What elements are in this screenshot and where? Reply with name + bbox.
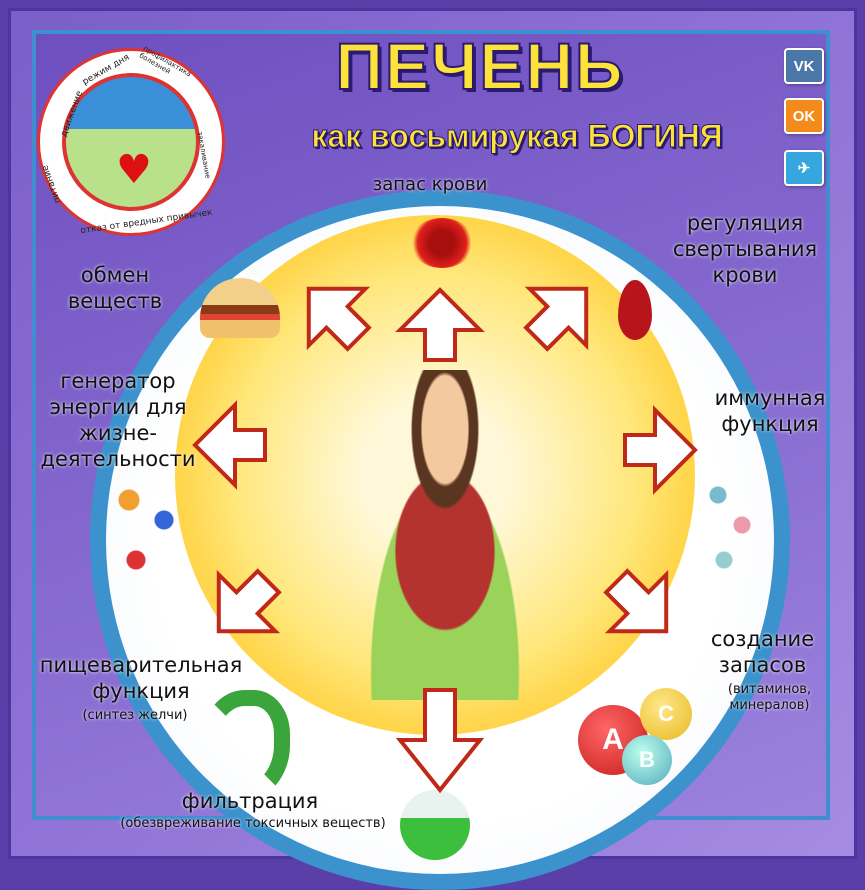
label-storage: создание запасов bbox=[710, 627, 815, 677]
arrow-down-right-icon bbox=[603, 568, 669, 634]
arrow-down-icon bbox=[395, 688, 485, 794]
arrow-up-left-icon bbox=[306, 286, 372, 352]
page-subtitle: как восьмирукая БОГИНЯ bbox=[311, 118, 723, 155]
flask-icon bbox=[400, 790, 470, 860]
vitamin-b-icon: B bbox=[622, 735, 672, 785]
label-digestive: пищеварительная функция bbox=[39, 653, 243, 703]
immune-cells-icon bbox=[700, 475, 760, 575]
label-coagulation: регуляция свертывания крови bbox=[672, 211, 818, 287]
ok-icon: OK bbox=[792, 107, 816, 125]
logo: ♥ движение режим дня профилактика болезн… bbox=[37, 45, 225, 236]
label-filtration: фильтрация bbox=[181, 789, 319, 813]
vk-button[interactable]: VK bbox=[784, 48, 824, 84]
label-filtration-note: (обезвреживание токсичных веществ) bbox=[120, 816, 386, 831]
arrow-down-left-icon bbox=[216, 568, 282, 634]
arrow-left-icon bbox=[192, 400, 267, 490]
label-immune: иммунная функция bbox=[714, 386, 826, 436]
vitamin-c-icon: C bbox=[640, 688, 692, 740]
arrow-up-icon bbox=[395, 287, 485, 362]
arrow-up-right-icon bbox=[523, 286, 589, 352]
telegram-button[interactable]: ✈ bbox=[784, 150, 824, 186]
label-storage-note: (витаминов, минералов) bbox=[727, 682, 812, 713]
blood-drop-icon bbox=[618, 280, 652, 340]
label-digestive-note: (синтез желчи) bbox=[82, 708, 188, 723]
page-title: ПЕЧЕНЬ bbox=[335, 28, 625, 104]
arrows-layer bbox=[192, 286, 698, 794]
blood-cell-icon bbox=[410, 218, 474, 268]
vk-icon: VK bbox=[793, 57, 815, 75]
telegram-icon: ✈ bbox=[797, 160, 811, 177]
label-metabolism: обмен веществ bbox=[67, 263, 163, 313]
burger-icon bbox=[200, 278, 280, 338]
heart-icon: ♥ bbox=[116, 147, 152, 193]
goddess-figure bbox=[330, 370, 560, 700]
molecule-icon bbox=[115, 480, 185, 580]
arrow-right-icon bbox=[623, 405, 698, 495]
ok-button[interactable]: OK bbox=[784, 98, 824, 134]
label-blood-reserve: запас крови bbox=[372, 174, 488, 195]
label-energy: генератор энергии для жизне-деятельности bbox=[40, 369, 196, 471]
